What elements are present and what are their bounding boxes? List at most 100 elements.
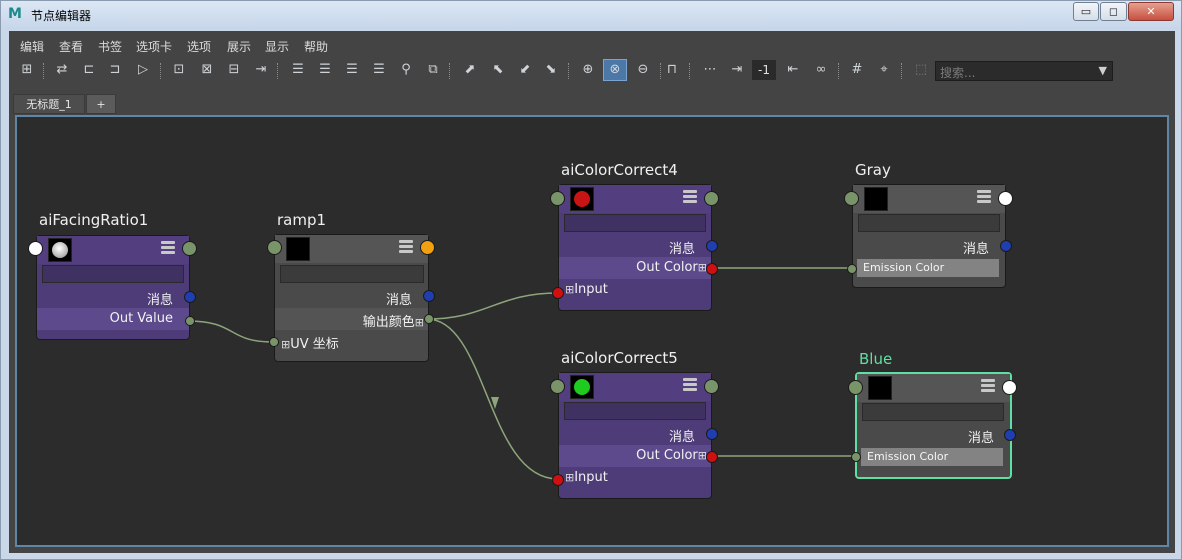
node-gray[interactable]: 消息 Emission Color [852,184,1006,288]
custom-mode-icon[interactable]: ☰ [373,62,385,77]
node-name-field[interactable] [280,265,424,283]
out-color-port[interactable] [706,263,718,275]
chevron-down-icon[interactable]: ▼ [1098,64,1107,77]
node-facing-ratio[interactable]: 消息 Out Value [36,235,190,340]
add-selected-icon[interactable]: ⊕ [582,62,594,77]
node-menu-icon[interactable] [981,379,995,393]
node-menu-icon[interactable] [977,190,991,204]
wire-facing-to-ramp[interactable] [187,320,274,343]
input-port[interactable] [848,380,863,395]
emission-color-port[interactable] [851,452,861,462]
attr-row-emission-color[interactable]: Emission Color [857,446,1010,468]
output-port[interactable] [420,240,435,255]
output-port[interactable] [1002,380,1017,395]
output-connections-icon[interactable]: ▷ [138,62,148,77]
expand-icon[interactable]: ⊞ [414,316,424,329]
input-port[interactable] [550,379,565,394]
out-value-port[interactable] [185,316,195,326]
title-bar[interactable]: M 节点编辑器 ▭ ◻ ✕ [1,1,1181,29]
message-port[interactable] [1004,429,1016,441]
node-menu-icon[interactable] [399,240,413,254]
expand-icon[interactable]: ⊞ [565,283,575,296]
output-port[interactable] [182,241,197,256]
uv-coord-port[interactable] [269,337,279,347]
message-port[interactable] [1000,240,1012,252]
depth-increase-icon[interactable]: ⇤ [787,62,799,77]
depth-zero-icon[interactable]: ⋯ [703,62,717,77]
attr-row-out-color[interactable]: Out Color⊞ [559,257,711,279]
expand-icon[interactable]: ⊞ [697,449,707,462]
attr-row-out-color[interactable]: Out Color⊞ [559,445,711,467]
attr-row-out-value[interactable]: Out Value [37,308,189,330]
attr-row-emission-color[interactable]: Emission Color [853,257,1005,279]
depth-infinite-icon[interactable]: ∞ [815,62,827,77]
attr-row-message[interactable]: 消息 [275,286,428,308]
output-port[interactable] [704,379,719,394]
node-title-facing-ratio[interactable]: aiFacingRatio1 [39,211,149,229]
input-color-port[interactable] [552,474,564,486]
remove-selected-icon[interactable]: ⊖ [637,62,649,77]
select-upstream-icon[interactable]: ⬉ [492,62,504,77]
menu-show[interactable]: 展示 [227,40,252,54]
node-title-cc4[interactable]: aiColorCorrect4 [561,161,678,179]
full-mode-icon[interactable]: ☰ [346,62,358,77]
maximize-button[interactable]: ◻ [1100,2,1127,21]
expand-icon[interactable]: ⊞ [565,471,575,484]
input-connections-icon[interactable]: ⊏ [83,62,95,77]
node-title-blue[interactable]: Blue [859,350,893,368]
expand-icon[interactable]: ⊞ [697,261,707,274]
emission-color-port[interactable] [847,264,857,274]
output-port[interactable] [998,191,1013,206]
node-title-ramp[interactable]: ramp1 [277,211,327,229]
frame-selected-icon[interactable]: ⊠ [201,62,213,77]
input-port[interactable] [844,191,859,206]
add-node-icon[interactable]: ⊞ [21,62,33,77]
attr-row-out-color[interactable]: 输出颜色⊞ [275,308,428,330]
depth-decrease-icon[interactable]: ⇥ [731,62,743,77]
attr-row-input[interactable]: ⊞Input [559,279,711,301]
menu-options[interactable]: 选项 [187,40,212,54]
graph-layout-icon[interactable]: ⊟ [228,62,240,77]
node-blue[interactable]: 消息 Emission Color [855,372,1012,479]
out-color-port[interactable] [424,314,434,324]
frame-icon[interactable]: ⬚ [914,62,928,77]
attr-row-message[interactable]: 消息 [559,235,711,257]
node-menu-icon[interactable] [683,190,697,204]
close-button[interactable]: ✕ [1128,2,1174,21]
pin-icon[interactable]: ⇥ [255,62,267,77]
simple-mode-icon[interactable]: ☰ [292,62,304,77]
message-port[interactable] [184,291,196,303]
attr-row-uv-coord[interactable]: ⊞UV 坐标 [275,330,428,352]
node-menu-icon[interactable] [161,241,175,255]
message-port[interactable] [706,428,718,440]
input-port[interactable] [550,191,565,206]
menu-edit[interactable]: 编辑 [20,40,45,54]
node-title-gray[interactable]: Gray [855,161,891,179]
menu-tabs[interactable]: 选项卡 [136,40,173,54]
node-color-correct-5[interactable]: 消息 Out Color⊞ ⊞Input [558,372,712,499]
select-downstream-icon[interactable]: ⬋ [519,62,531,77]
emission-color-field[interactable]: Emission Color [857,259,999,277]
input-port[interactable] [267,240,282,255]
node-name-field[interactable] [564,402,706,420]
message-port[interactable] [706,240,718,252]
node-title-cc5[interactable]: aiColorCorrect5 [561,349,678,367]
node-color-correct-4[interactable]: 消息 Out Color⊞ ⊞Input [558,184,712,311]
attr-row-message[interactable]: 消息 [857,424,1010,446]
snap-to-grid-icon[interactable]: ⌖ [880,62,888,77]
select-icon[interactable]: ⬈ [464,62,476,77]
grid-icon[interactable]: # [851,62,863,77]
menu-display[interactable]: 显示 [265,40,290,54]
node-name-field[interactable] [42,265,184,283]
message-port[interactable] [423,290,435,302]
depth-value-field[interactable]: -1 [752,60,776,80]
lock-icon[interactable]: ⊓ [666,62,678,77]
graph-canvas[interactable]: aiFacingRatio1 消息 Out Value ramp1 [15,115,1169,547]
node-ramp[interactable]: 消息 输出颜色⊞ ⊞UV 坐标 [274,234,429,362]
minimize-button[interactable]: ▭ [1073,2,1099,21]
input-port[interactable] [28,241,43,256]
select-connected-icon[interactable]: ⬊ [545,62,557,77]
attr-row-message[interactable]: 消息 [853,235,1005,257]
search-icon[interactable]: ⚲ [401,62,411,77]
swap-icon[interactable]: ⇄ [56,62,68,77]
